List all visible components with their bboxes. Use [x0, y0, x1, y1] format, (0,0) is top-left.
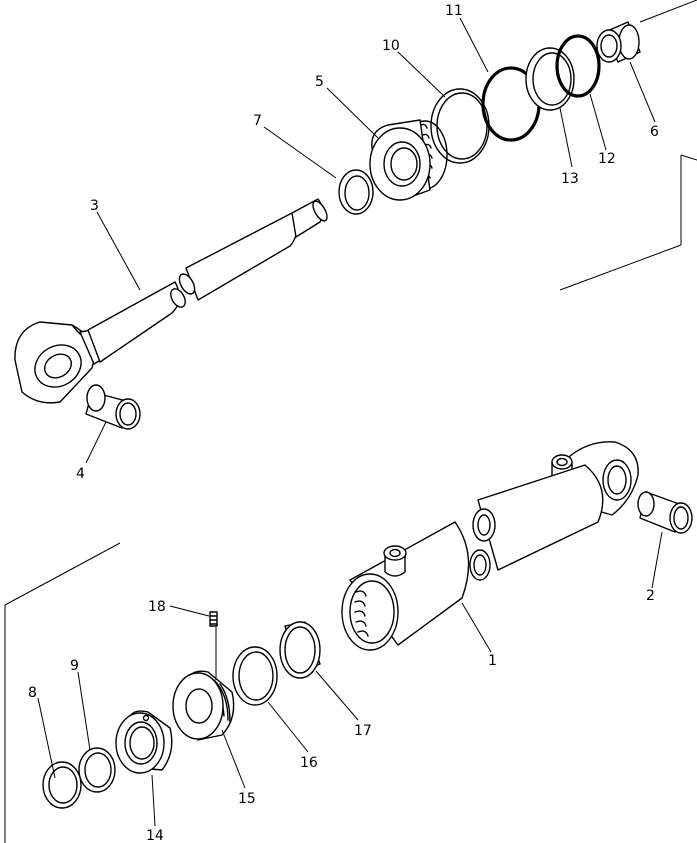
callout-1: 1 — [488, 653, 497, 669]
part-18-set-screw — [209, 611, 218, 627]
part-8-ring — [42, 761, 82, 809]
lower-group-boundary — [4, 542, 121, 843]
part-12-o-ring — [555, 34, 601, 98]
callout-18: 18 — [148, 599, 166, 615]
callout-17: 17 — [354, 723, 372, 739]
callout-9: 9 — [70, 658, 79, 674]
part-5-gland — [369, 119, 448, 201]
callout-labels: 3 4 5 7 10 11 13 12 6 1 2 18 8 9 14 15 1… — [28, 3, 659, 843]
callout-8: 8 — [28, 685, 37, 701]
callout-14: 14 — [146, 828, 164, 843]
part-4-bushing — [85, 384, 141, 430]
callout-15: 15 — [238, 791, 256, 807]
part-6-bushing — [596, 21, 641, 63]
callout-2: 2 — [646, 588, 655, 604]
callout-13: 13 — [561, 171, 579, 187]
callout-12: 12 — [598, 151, 616, 167]
part-9-ring — [78, 747, 116, 793]
part-1-cylinder-tube — [341, 441, 639, 651]
callout-4: 4 — [76, 466, 85, 482]
callout-7: 7 — [253, 113, 262, 129]
part-10-backup-ring — [430, 88, 490, 164]
callout-3: 3 — [90, 198, 99, 214]
callout-11: 11 — [445, 3, 463, 19]
part-3-piston-rod — [14, 198, 328, 404]
part-17-ring — [279, 621, 321, 679]
part-13-ring — [525, 47, 575, 111]
part-2-bushing — [637, 491, 693, 534]
callout-5: 5 — [315, 74, 324, 90]
upper-group-boundary — [559, 0, 697, 291]
part-15-piston — [172, 670, 235, 741]
callout-6: 6 — [650, 124, 659, 140]
leader-lines — [37, 17, 663, 827]
part-7-ring — [338, 169, 374, 215]
callout-16: 16 — [300, 755, 318, 771]
part-14-nut — [115, 710, 173, 774]
part-16-ring — [232, 646, 278, 706]
callout-10: 10 — [382, 38, 400, 54]
